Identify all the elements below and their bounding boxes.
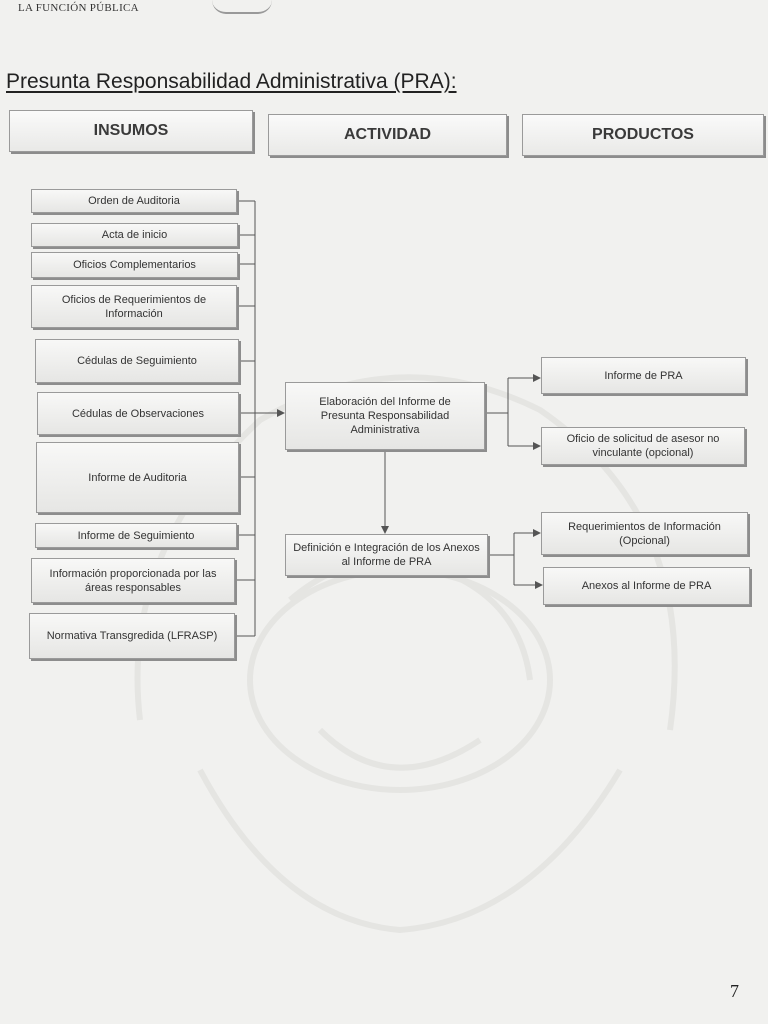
insumo-normativa-transgredida: Normativa Transgredida (LFRASP) — [29, 613, 235, 659]
insumo-informacion-areas: Información proporcionada por las áreas … — [31, 558, 235, 603]
producto-informe-de-pra: Informe de PRA — [541, 357, 746, 394]
insumo-cedulas-seguimiento: Cédulas de Seguimiento — [35, 339, 239, 383]
insumo-orden-de-auditoria: Orden de Auditoria — [31, 189, 237, 213]
insumo-cedulas-observaciones: Cédulas de Observaciones — [37, 392, 239, 435]
insumo-oficios-complementarios: Oficios Complementarios — [31, 252, 238, 278]
insumo-acta-de-inicio: Acta de inicio — [31, 223, 238, 247]
actividad-elaboracion-informe: Elaboración del Informe de Presunta Resp… — [285, 382, 485, 450]
actividad-definicion-anexos: Definición e Integración de los Anexos a… — [285, 534, 488, 576]
producto-anexos-informe: Anexos al Informe de PRA — [543, 567, 750, 605]
section-title: Presunta Responsabilidad Administrativa … — [6, 70, 457, 93]
producto-requerimientos-informacion: Requerimientos de Información (Opcional) — [541, 512, 748, 555]
insumo-informe-de-auditoria: Informe de Auditoria — [36, 442, 239, 513]
column-header-actividad: ACTIVIDAD — [268, 114, 507, 156]
column-header-insumos: INSUMOS — [9, 110, 253, 152]
page-number: 7 — [730, 981, 739, 1001]
insumo-informe-de-seguimiento: Informe de Seguimiento — [35, 523, 237, 548]
column-header-productos: PRODUCTOS — [522, 114, 764, 156]
insumo-oficios-requerimientos: Oficios de Requerimientos de Información — [31, 285, 237, 328]
producto-oficio-asesor: Oficio de solicitud de asesor no vincula… — [541, 427, 745, 465]
seal-logo — [212, 0, 272, 14]
header-organization: LA FUNCIÓN PÚBLICA — [18, 2, 139, 14]
